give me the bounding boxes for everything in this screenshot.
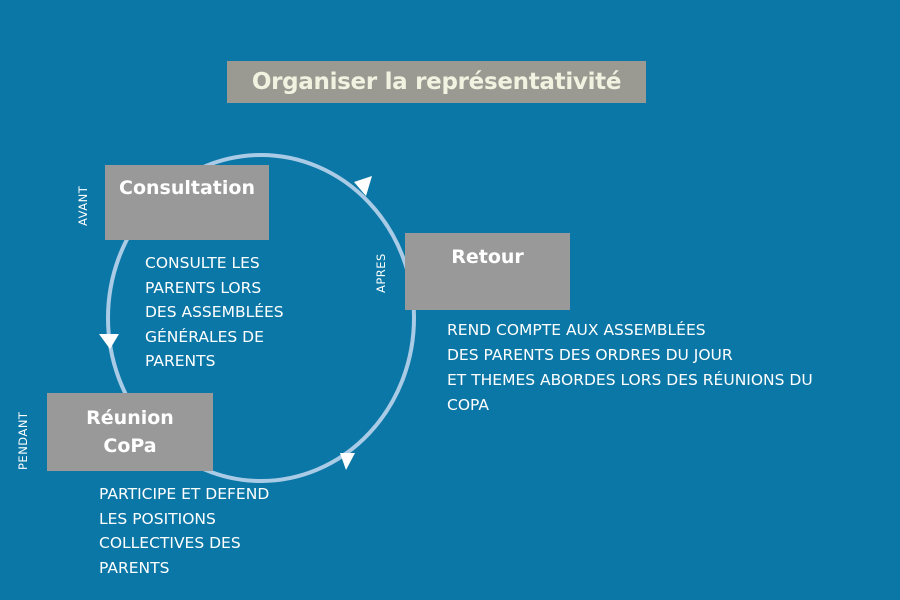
step-consultation-label: Consultation <box>119 177 255 199</box>
description-line: DES ASSEMBLÉES <box>145 303 284 321</box>
reunion-description: PARTICIPE ET DEFEND LES POSITIONS COLLEC… <box>99 482 269 580</box>
step-reunion-label-line: CoPa <box>103 435 157 457</box>
description-line: COLLECTIVES DES <box>99 534 241 552</box>
description-line: PARTICIPE ET DEFEND <box>99 485 270 503</box>
page-title: Organiser la représentativité <box>227 61 646 103</box>
phase-label-avant: AVANT <box>76 185 90 226</box>
description-line: PARENTS <box>145 352 216 370</box>
description-line: REND COMPTE AUX ASSEMBLÉES <box>447 321 706 339</box>
phase-label-pendant: PENDANT <box>16 411 30 470</box>
description-line: COPA <box>447 396 489 414</box>
retour-description: REND COMPTE AUX ASSEMBLÉES DES PARENTS D… <box>447 318 813 418</box>
step-retour-box: Retour <box>405 233 570 310</box>
description-line: PARENTS LORS <box>145 278 262 297</box>
cycle-ring <box>106 153 416 483</box>
arrow-head-icon <box>99 334 119 349</box>
description-line: LES POSITIONS <box>99 509 216 528</box>
arrow-head-icon <box>340 453 355 470</box>
consultation-description: CONSULTE LES PARENTS LORS DES ASSEMBLÉES… <box>145 251 284 374</box>
description-line: CONSULTE LES <box>145 254 260 272</box>
description-line: PARENTS <box>99 558 170 577</box>
description-line: GÉNÉRALES DE <box>145 327 264 346</box>
arrow-head-icon <box>354 176 372 196</box>
step-reunion-box: Réunion CoPa <box>47 393 213 471</box>
description-line: ET THEMES ABORDES LORS DES RÉUNIONS DU <box>447 371 813 389</box>
phase-label-apres: APRES <box>374 253 388 293</box>
description-line: DES PARENTS DES ORDRES DU JOUR <box>447 346 733 364</box>
step-reunion-label-line: Réunion <box>86 407 174 429</box>
step-retour-label: Retour <box>451 246 524 268</box>
step-consultation-box: Consultation <box>105 165 269 240</box>
